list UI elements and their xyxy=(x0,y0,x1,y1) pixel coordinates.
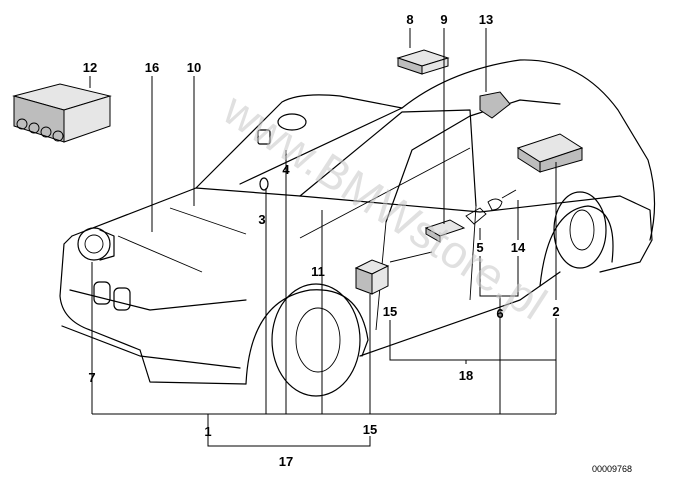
callout-13: 13 xyxy=(479,12,493,27)
leader-lines xyxy=(89,28,557,447)
part-13-bracket xyxy=(479,91,511,119)
part-15-control-box xyxy=(354,259,390,295)
part-5-14-remote-keys xyxy=(465,189,517,225)
part-9-module xyxy=(424,219,466,243)
callout-17: 17 xyxy=(279,454,293,469)
callout-15-lower: 15 xyxy=(363,422,377,437)
part-2-control-unit xyxy=(516,133,584,173)
callout-11: 11 xyxy=(311,264,325,279)
callout-1: 1 xyxy=(204,424,211,439)
callout-12: 12 xyxy=(83,60,97,75)
part-8-module xyxy=(396,49,450,75)
part-3-sensor xyxy=(259,177,269,191)
callout-5: 5 xyxy=(476,240,483,255)
callout-18: 18 xyxy=(459,368,473,383)
watermark-text: www.BMWstore.pl xyxy=(214,82,556,329)
callout-9: 9 xyxy=(440,12,447,27)
part-7-siren xyxy=(77,227,115,261)
callout-6: 6 xyxy=(496,306,503,321)
wiring-harnesses xyxy=(117,147,471,273)
car-outline xyxy=(59,59,656,397)
callout-15-upper: 15 xyxy=(383,304,397,319)
reference-number: 00009768 xyxy=(592,464,632,474)
callout-7: 7 xyxy=(88,370,95,385)
callout-8: 8 xyxy=(406,12,413,27)
callout-16: 16 xyxy=(145,60,159,75)
part-4-sensor xyxy=(257,113,307,145)
callout-14: 14 xyxy=(511,240,526,255)
callout-4: 4 xyxy=(282,162,290,177)
part-12-box xyxy=(12,83,112,143)
callout-2: 2 xyxy=(552,304,559,319)
callout-10: 10 xyxy=(187,60,201,75)
callout-3: 3 xyxy=(258,212,265,227)
callout-labels: 12 16 10 8 9 13 4 3 11 5 14 6 2 15 18 7 … xyxy=(83,12,560,469)
